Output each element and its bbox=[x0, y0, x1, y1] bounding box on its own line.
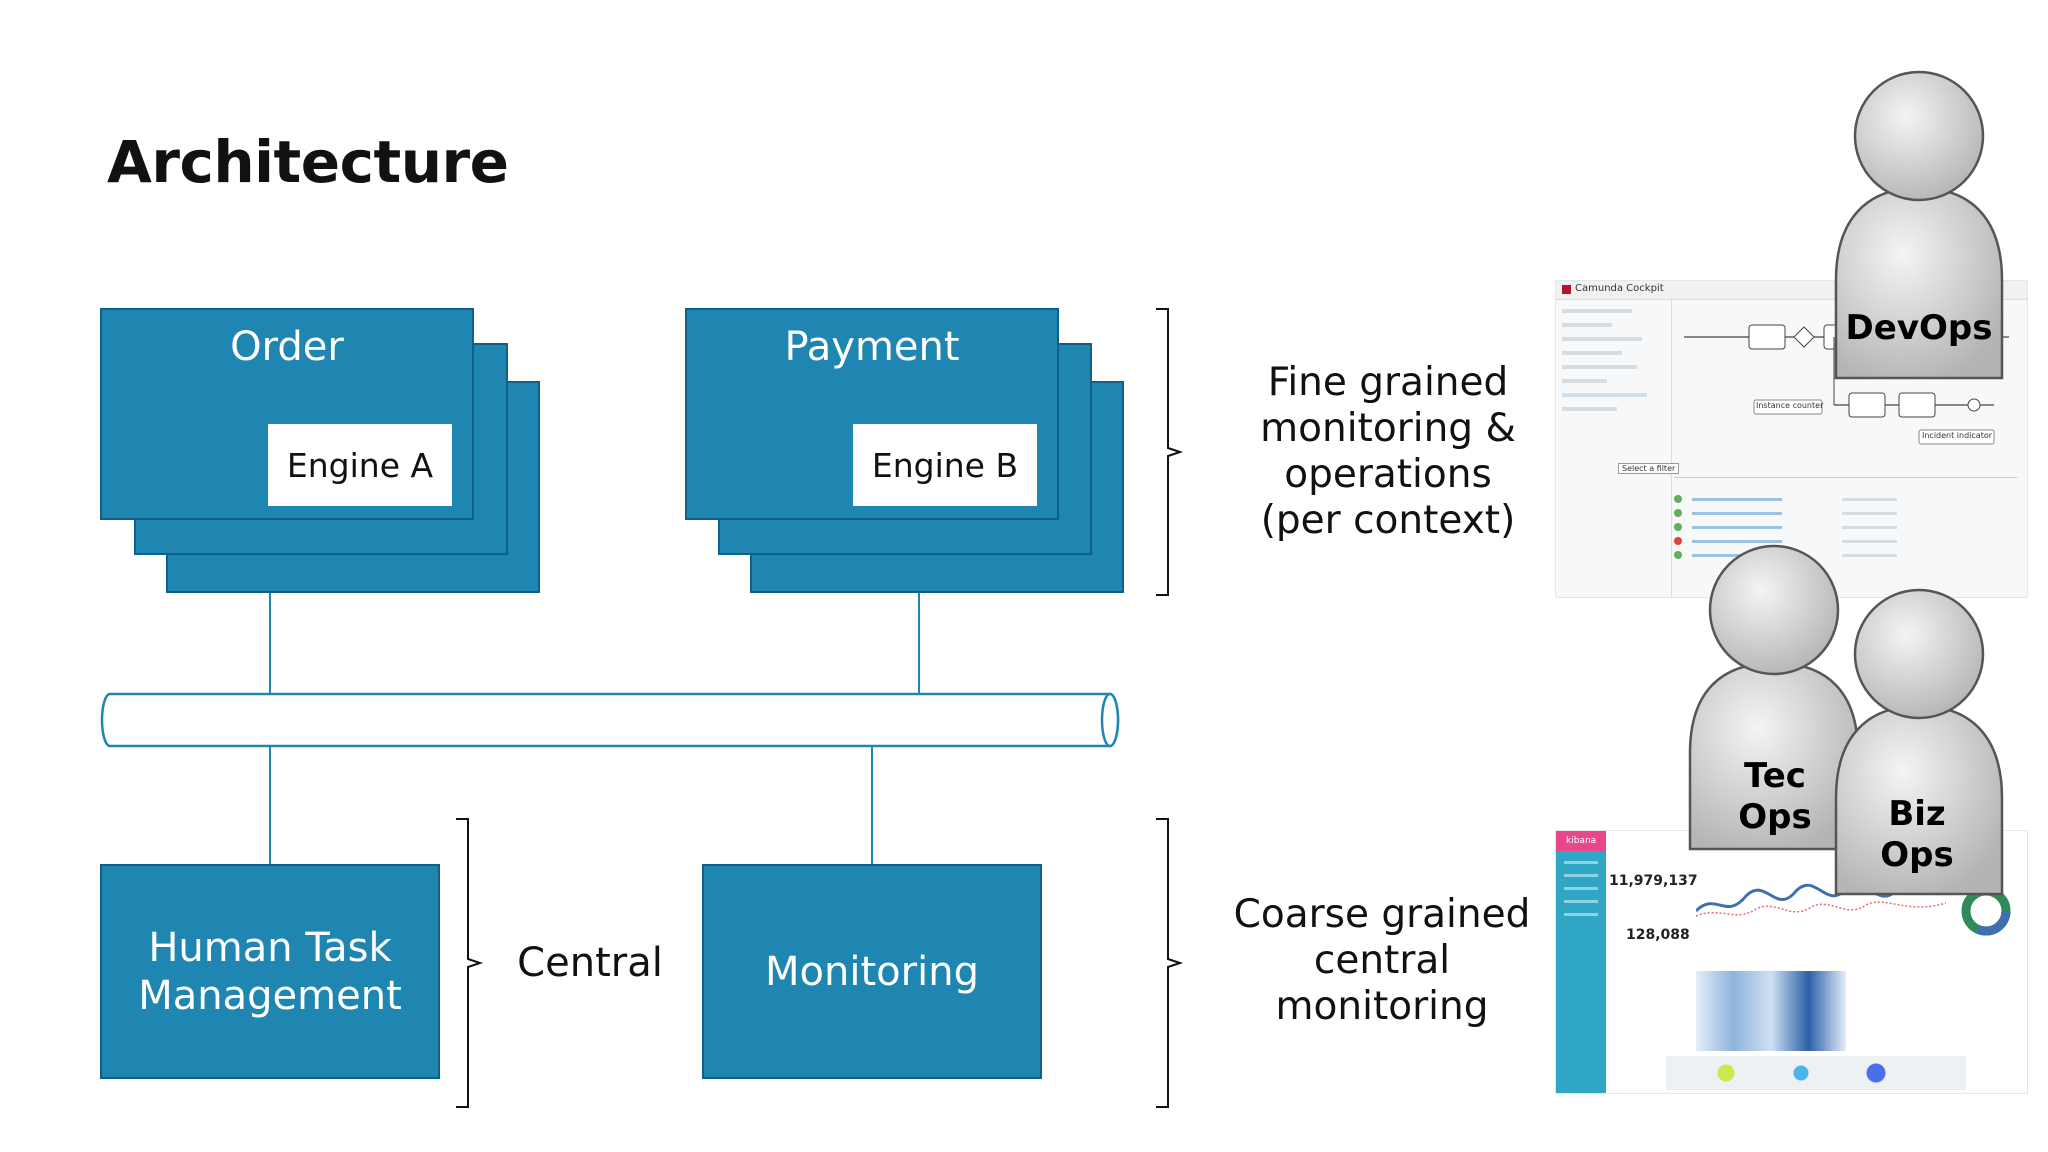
fine-line-2: monitoring & bbox=[1260, 406, 1516, 451]
bizops-line-1: Biz bbox=[1888, 794, 1946, 834]
page-title: Architecture bbox=[107, 128, 509, 196]
central-brace bbox=[456, 818, 484, 1108]
bizops-persona-icon bbox=[1834, 588, 2004, 896]
cockpit-app-name: Camunda Cockpit bbox=[1575, 283, 1664, 294]
kibana-metric-1: 11,979,137 bbox=[1609, 873, 1698, 889]
payment-title: Payment bbox=[784, 324, 960, 370]
bizops-label: Biz Ops bbox=[1842, 794, 1992, 876]
camunda-logo-icon bbox=[1562, 285, 1571, 294]
kibana-tag-cloud bbox=[1856, 971, 2016, 1051]
bus-to-human-task-line bbox=[269, 746, 271, 866]
cockpit-tooltip-select-filter: Select a filter bbox=[1618, 463, 1680, 474]
kibana-app-name: kibana bbox=[1556, 831, 1606, 851]
order-to-bus-line bbox=[269, 593, 271, 696]
tecops-persona-icon bbox=[1688, 544, 1860, 851]
coarse-line-2: central bbox=[1313, 938, 1451, 983]
event-bus-pipe bbox=[100, 692, 1120, 748]
tecops-line-2: Ops bbox=[1738, 797, 1812, 837]
central-label: Central bbox=[517, 940, 663, 986]
engine-b-label: Engine B bbox=[853, 424, 1037, 506]
coarse-line-3: monitoring bbox=[1275, 984, 1489, 1029]
fine-grained-text: Fine grained monitoring & operations (pe… bbox=[1228, 360, 1548, 544]
cockpit-sidebar bbox=[1556, 299, 1672, 597]
kibana-sidebar: kibana bbox=[1556, 831, 1606, 1093]
payment-to-bus-line bbox=[918, 593, 920, 696]
kibana-heatmap bbox=[1696, 971, 1846, 1051]
monitoring-box: Monitoring bbox=[702, 864, 1042, 1079]
cockpit-tooltip-instance-counter: Instance counter bbox=[1756, 401, 1824, 410]
fine-grained-brace bbox=[1156, 308, 1184, 596]
bus-to-monitoring-line bbox=[871, 746, 873, 866]
human-task-management-box: Human Task Management bbox=[100, 864, 440, 1079]
devops-persona-icon bbox=[1834, 70, 2004, 380]
order-box: Order Engine A bbox=[100, 308, 474, 520]
engine-a-label: Engine A bbox=[268, 424, 452, 506]
devops-label: DevOps bbox=[1845, 308, 1993, 348]
cockpit-tooltip-incident-indicator: Incident indicator bbox=[1922, 431, 1993, 440]
kibana-map bbox=[1666, 1056, 1966, 1090]
kibana-metric-2: 128,088 bbox=[1626, 927, 1690, 943]
coarse-grained-brace bbox=[1156, 818, 1184, 1108]
bpmn-diagram bbox=[1684, 324, 2009, 445]
human-task-line2: Management bbox=[138, 973, 402, 1019]
fine-line-1: Fine grained bbox=[1267, 360, 1509, 405]
bizops-line-2: Ops bbox=[1880, 835, 1954, 875]
fine-line-3: operations bbox=[1284, 452, 1492, 497]
cockpit-instance-table bbox=[1674, 473, 2017, 593]
order-title: Order bbox=[230, 324, 344, 370]
coarse-grained-text: Coarse grained central monitoring bbox=[1222, 892, 1542, 1030]
coarse-line-1: Coarse grained bbox=[1233, 892, 1531, 937]
fine-line-4: (per context) bbox=[1260, 498, 1516, 543]
tecops-label: Tec Ops bbox=[1700, 756, 1850, 838]
human-task-line1: Human Task bbox=[148, 925, 392, 971]
tecops-line-1: Tec bbox=[1744, 756, 1806, 796]
monitoring-label: Monitoring bbox=[765, 949, 979, 995]
payment-box: Payment Engine B bbox=[685, 308, 1059, 520]
